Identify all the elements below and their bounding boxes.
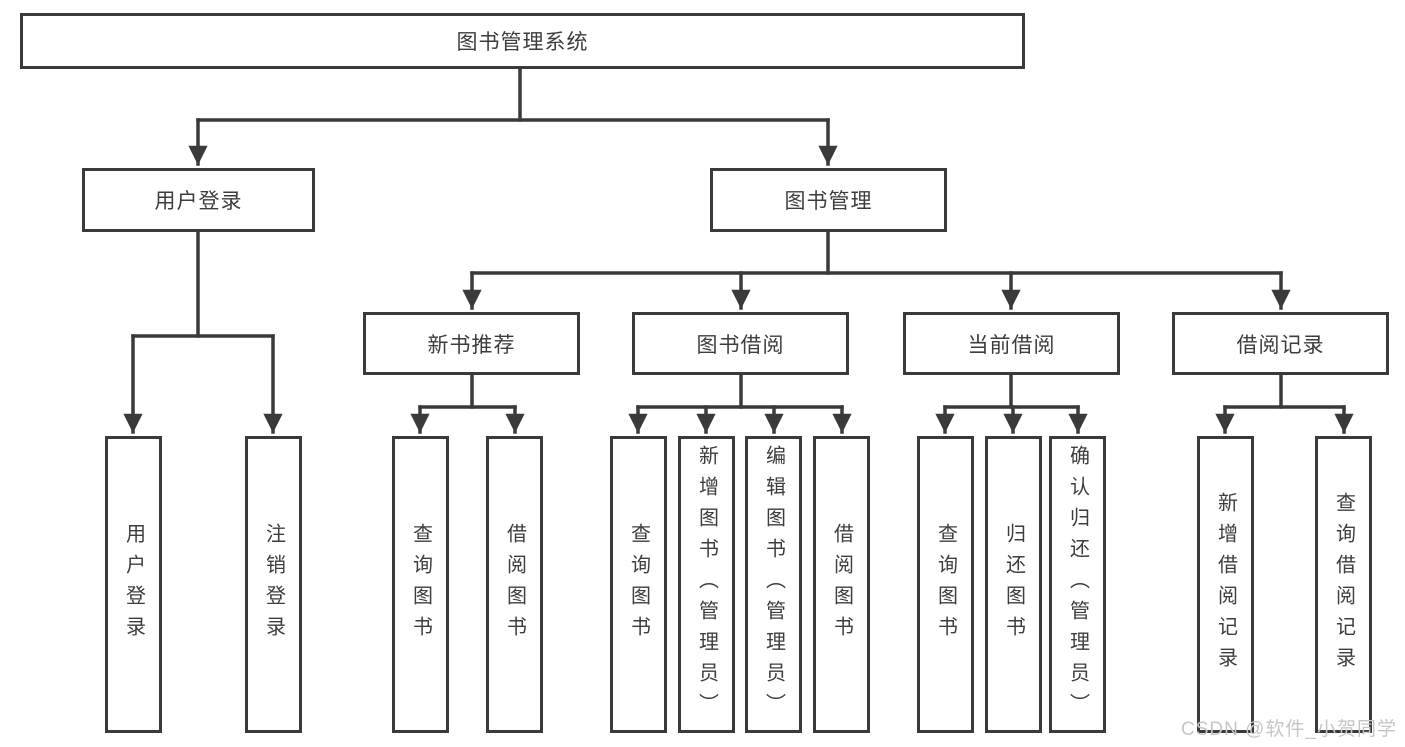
csdn-watermark: CSDN @软件_小贺同学 [1181,719,1397,740]
node-label: 借阅记录 [1236,333,1325,357]
leaf-label: 确认归还（管理员） [1066,445,1089,724]
connector-records-to-children [1215,373,1354,434]
node-user-login: 用户登录 [82,168,315,232]
connector-management-to-level3 [462,230,1291,310]
connector-recommend-to-children [410,373,525,434]
node-label: 图书管理 [784,190,873,213]
leaf-query-books-current: 查询图书 [917,436,974,733]
leaf-borrow-books-recommend: 借阅图书 [486,436,543,733]
leaf-label: 注销登录 [262,522,285,647]
node-label: 用户登录 [154,190,243,213]
leaf-label: 新增图书（管理员） [695,445,718,724]
leaf-query-borrow-record: 查询借阅记录 [1315,436,1372,733]
leaf-label: 查询图书 [409,522,432,647]
leaf-query-books-borrow: 查询图书 [610,436,667,733]
leaf-label: 用户登录 [122,522,145,647]
node-current-borrow: 当前借阅 [903,312,1120,375]
leaf-user-login: 用户登录 [105,436,162,733]
leaf-label: 借阅图书 [503,522,526,647]
leaf-query-books-recommend: 查询图书 [392,436,449,733]
leaf-edit-books-admin: 编辑图书（管理员） [745,436,802,733]
leaf-logout: 注销登录 [245,436,302,733]
node-label: 新书推荐 [427,333,516,357]
leaf-label: 查询图书 [934,522,957,647]
node-label: 图书管理系统 [456,31,589,54]
leaf-label: 借阅图书 [830,522,853,647]
leaf-return-books: 归还图书 [985,436,1042,733]
leaf-label: 归还图书 [1002,522,1025,647]
node-library-management-system: 图书管理系统 [20,13,1025,69]
node-book-borrow: 图书借阅 [632,312,849,375]
leaf-label: 新增借阅记录 [1214,491,1237,678]
node-new-book-recommend: 新书推荐 [363,312,580,375]
connector-root-to-level2 [188,67,838,166]
connector-borrow-to-children [628,373,852,434]
leaf-label: 查询借阅记录 [1332,491,1355,678]
leaf-label: 查询图书 [627,522,650,647]
leaf-confirm-return-admin: 确认归还（管理员） [1049,436,1106,733]
connector-current-to-children [935,373,1088,434]
leaf-add-borrow-record: 新增借阅记录 [1197,436,1254,733]
node-label: 图书借阅 [696,333,785,357]
leaf-borrow-books: 借阅图书 [813,436,870,733]
node-book-management: 图书管理 [710,168,947,232]
leaf-label: 编辑图书（管理员） [762,445,785,724]
node-borrow-records: 借阅记录 [1172,312,1389,375]
node-label: 当前借阅 [967,333,1056,357]
leaf-add-books-admin: 新增图书（管理员） [678,436,735,733]
connector-login-to-children [123,230,283,434]
